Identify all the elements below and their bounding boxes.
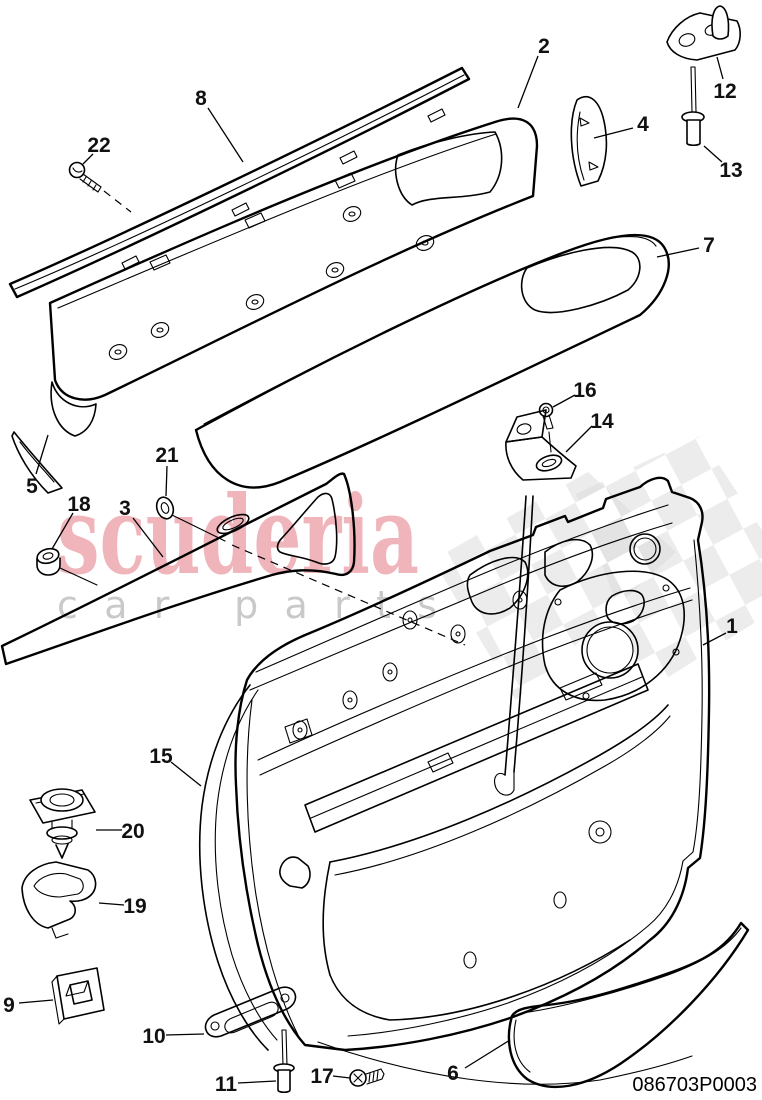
callout-label-8: 8 bbox=[195, 87, 207, 110]
callout-label-4: 4 bbox=[637, 113, 649, 136]
watermark: scuderia car parts bbox=[57, 436, 762, 700]
callout-label-11: 11 bbox=[215, 1073, 238, 1096]
part-11-rivet bbox=[273, 1029, 295, 1094]
callout-label-20: 20 bbox=[121, 820, 144, 843]
callout-label-16: 16 bbox=[573, 379, 596, 402]
callout-label-6: 6 bbox=[447, 1062, 459, 1085]
part-14-l-bracket bbox=[505, 409, 577, 481]
leader-lines bbox=[18, 55, 727, 1084]
part-9-retainer-bracket bbox=[51, 967, 105, 1025]
part-5-triangle-cover bbox=[11, 431, 63, 494]
part-15-liner bbox=[198, 684, 278, 1051]
checkered-flag-right bbox=[576, 436, 762, 690]
callout-label-10: 10 bbox=[142, 1025, 165, 1048]
part-7-trim-insert bbox=[194, 233, 670, 489]
callout-label-14: 14 bbox=[590, 410, 614, 433]
guide-rod bbox=[494, 495, 534, 796]
part-18-nut bbox=[36, 547, 98, 586]
part-3-mirror-triangle-trim bbox=[0, 472, 466, 666]
part-4-blade-trim bbox=[570, 95, 608, 187]
callout-label-17: 17 bbox=[310, 1065, 333, 1088]
callout-label-21: 21 bbox=[155, 444, 179, 467]
part-8-window-slot-strip bbox=[8, 66, 471, 299]
part-19-hook-clip bbox=[21, 861, 97, 939]
callout-label-19: 19 bbox=[123, 895, 146, 918]
watermark-brand-text: scuderia bbox=[57, 473, 419, 599]
callout-label-1: 1 bbox=[726, 615, 738, 638]
callout-label-22: 22 bbox=[87, 134, 110, 157]
callout-label-15: 15 bbox=[149, 745, 173, 768]
part-1-door-trim-panel bbox=[234, 476, 711, 1085]
part-12-locator-bracket bbox=[666, 5, 741, 61]
part-6-armrest bbox=[507, 921, 750, 1089]
drawing-number: 086703P0003 bbox=[632, 1074, 757, 1096]
callout-label-9: 9 bbox=[3, 994, 15, 1017]
part-22-screw bbox=[68, 161, 132, 213]
part-13-rivet bbox=[681, 66, 705, 147]
callout-label-18: 18 bbox=[67, 493, 91, 516]
part-17-screw bbox=[349, 1068, 385, 1087]
callout-label-3: 3 bbox=[119, 497, 131, 520]
callout-label-13: 13 bbox=[719, 159, 742, 182]
callout-label-2: 2 bbox=[538, 35, 550, 58]
callout-label-12: 12 bbox=[713, 80, 736, 103]
part-2-upper-trim-rail bbox=[48, 117, 539, 437]
part-10-mounting-plate bbox=[204, 986, 297, 1038]
part-21-grommet bbox=[155, 496, 226, 542]
callout-labels: 1 2 3 4 5 6 7 8 9 10 11 12 13 14 15 16 1… bbox=[3, 35, 743, 1096]
part-20-plug-clip bbox=[29, 788, 96, 859]
callout-label-5: 5 bbox=[26, 475, 38, 498]
callout-label-7: 7 bbox=[703, 234, 715, 257]
